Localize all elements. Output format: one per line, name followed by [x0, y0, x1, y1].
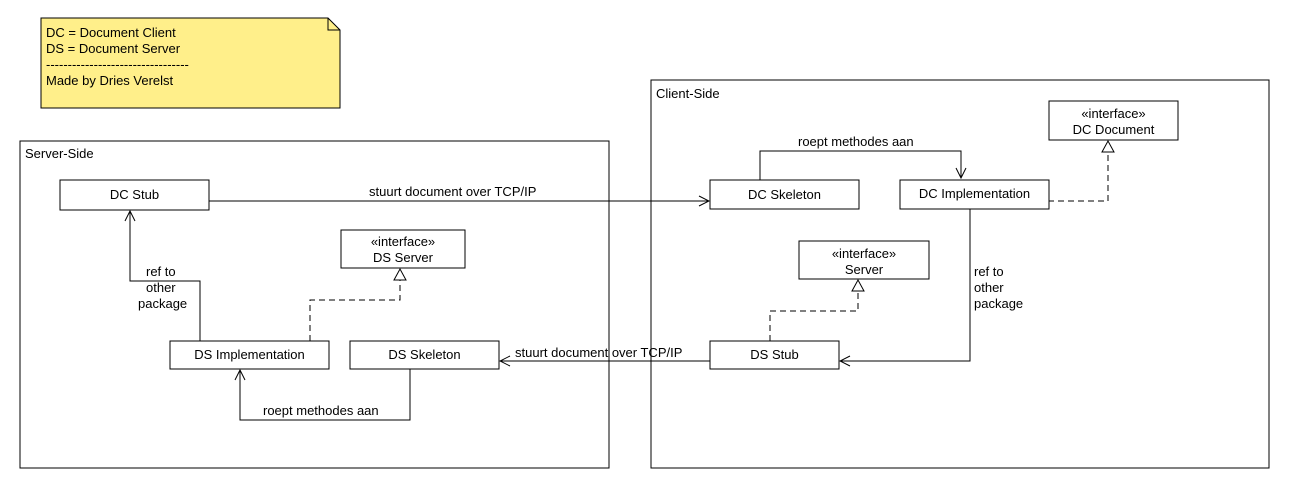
interface-dc-document[interactable]: «interface» DC Document: [1048, 100, 1179, 141]
connectors: [130, 139, 1115, 421]
ref-connector-right: [840, 209, 971, 361]
package-title-client: Client-Side: [656, 86, 720, 101]
label-ref-right-2: other: [974, 280, 1004, 295]
package-title-server: Server-Side: [25, 146, 94, 161]
class-ds-implementation[interactable]: DS Implementation: [169, 340, 330, 370]
stereotype: «interface»: [832, 246, 896, 261]
note-line-2: DS = Document Server: [46, 41, 181, 56]
ref-connector-left: [130, 211, 201, 341]
class-name: DS Skeleton: [388, 347, 460, 362]
class-name: DC Stub: [110, 187, 159, 202]
note-line-3: ---------------------------------: [46, 57, 189, 72]
label-ref-left-1: ref to: [146, 264, 176, 279]
class-dc-skeleton[interactable]: DC Skeleton: [709, 179, 860, 210]
call-connector-bottom: [240, 369, 411, 421]
stereotype: «interface»: [371, 234, 435, 249]
realization-ds-server: [309, 267, 407, 341]
class-name: DC Implementation: [919, 186, 1030, 201]
class-name: DC Skeleton: [748, 187, 821, 202]
class-name: DS Stub: [750, 347, 798, 362]
class-name: Server: [845, 262, 884, 277]
class-ds-skeleton[interactable]: DS Skeleton: [349, 340, 500, 370]
class-dc-implementation[interactable]: DC Implementation: [899, 179, 1050, 210]
class-dc-stub[interactable]: DC Stub: [59, 179, 210, 211]
realization-dc-document: [1048, 139, 1115, 202]
call-connector-top: [759, 150, 961, 180]
label-ref-right-3: package: [974, 296, 1023, 311]
stereotype: «interface»: [1081, 106, 1145, 121]
class-name: DS Server: [373, 250, 434, 265]
class-name: DC Document: [1073, 122, 1155, 137]
label-roept-top: roept methodes aan: [798, 134, 914, 149]
label-ref-left-3: package: [138, 296, 187, 311]
package-client-side[interactable]: Client-Side: [650, 79, 1270, 469]
label-tcp-bottom: stuurt document over TCP/IP: [515, 345, 682, 360]
legend-note: DC = Document Client DS = Document Serve…: [40, 17, 341, 109]
label-ref-right-1: ref to: [974, 264, 1004, 279]
interface-server[interactable]: «interface» Server: [798, 240, 930, 280]
realization-server: [769, 278, 865, 341]
note-line-1: DC = Document Client: [46, 25, 176, 40]
interface-ds-server[interactable]: «interface» DS Server: [340, 229, 466, 269]
class-ds-stub[interactable]: DS Stub: [709, 340, 840, 370]
class-name: DS Implementation: [194, 347, 305, 362]
label-tcp-top: stuurt document over TCP/IP: [369, 184, 536, 199]
note-line-4: Made by Dries Verelst: [46, 73, 174, 88]
label-ref-left-2: other: [146, 280, 176, 295]
label-roept-bottom: roept methodes aan: [263, 403, 379, 418]
